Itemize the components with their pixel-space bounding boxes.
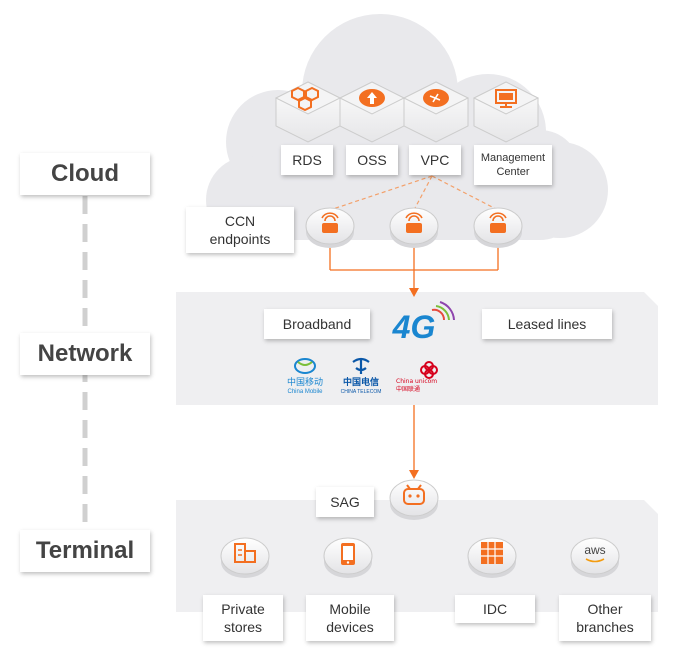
china-mobile-en: China Mobile <box>287 389 323 395</box>
tier-label-network: Network <box>20 333 150 375</box>
service-label-vpc: VPC <box>409 145 461 175</box>
mobile-icon <box>323 537 373 578</box>
ccn-label-line1: CCN <box>224 213 256 229</box>
management-center-icon <box>472 81 540 143</box>
terminal-label-line2: branches <box>576 619 634 635</box>
service-label-management-center-line1: Management <box>480 152 546 164</box>
terminal-label-line1: IDC <box>482 601 508 617</box>
service-label-management-center-line2: Center <box>496 166 530 178</box>
china-telecom-cn: 中国电信 <box>342 378 379 388</box>
ccn-router-icon <box>473 207 523 248</box>
ccn-label-line2: endpoints <box>209 231 271 247</box>
terminal-label-line2: stores <box>223 619 263 635</box>
tier-label-terminal: Terminal <box>20 530 150 572</box>
vpc-ccn-links <box>329 175 499 211</box>
terminal-panel <box>176 500 658 612</box>
service-label-oss: OSS <box>346 145 398 175</box>
china-unicom-logo <box>420 361 438 379</box>
aws-icon-text: aws <box>584 543 605 557</box>
tier-label-cloud: Cloud <box>20 153 150 195</box>
service-label-management-center: Management Center <box>474 145 552 185</box>
terminal-label-line1: Private <box>221 601 265 617</box>
china-telecom-logo <box>352 357 370 374</box>
china-unicom-label: China unicom 中国联通 <box>396 378 446 394</box>
store-icon <box>220 537 270 578</box>
terminal-label-line1: Other <box>587 601 623 617</box>
terminal-label-line2: devices <box>326 619 374 635</box>
service-label-rds: RDS <box>281 145 333 175</box>
china-mobile-cn: 中国移动 <box>286 378 323 388</box>
sag-label: SAG <box>316 487 374 517</box>
china-telecom-en: CHINA TELECOM <box>340 389 382 395</box>
oss-icon <box>338 81 406 143</box>
china-mobile-label: 中国移动 China Mobile <box>280 378 330 396</box>
vpc-icon <box>402 81 470 143</box>
arrow-to-network <box>409 288 419 297</box>
china-telecom-label: 中国电信 CHINA TELECOM <box>336 378 386 396</box>
ccn-network-links <box>329 246 499 472</box>
china-unicom-text: China unicom 中国联通 <box>396 378 438 393</box>
terminal-label-line1: Mobile <box>329 601 371 617</box>
4g-logo: 4G <box>392 301 455 345</box>
terminal-label-other-branches: Other branches <box>559 595 651 641</box>
4g-logo-text: 4G <box>392 309 436 345</box>
server-rack-icon <box>467 537 517 578</box>
sag-device-icon <box>389 479 439 520</box>
aws-icon: aws <box>570 537 620 578</box>
terminal-label-idc: IDC <box>455 595 535 623</box>
broadband-label: Broadband <box>264 309 370 339</box>
ccn-endpoints-label: CCN endpoints <box>186 207 294 253</box>
china-mobile-logo <box>294 358 316 374</box>
ccn-router-icon <box>305 207 355 248</box>
terminal-label-mobile-devices: Mobile devices <box>306 595 394 641</box>
arrow-to-sag <box>409 470 419 479</box>
leased-lines-label: Leased lines <box>482 309 612 339</box>
ccn-router-icon <box>389 207 439 248</box>
terminal-label-private-stores: Private stores <box>203 595 283 641</box>
